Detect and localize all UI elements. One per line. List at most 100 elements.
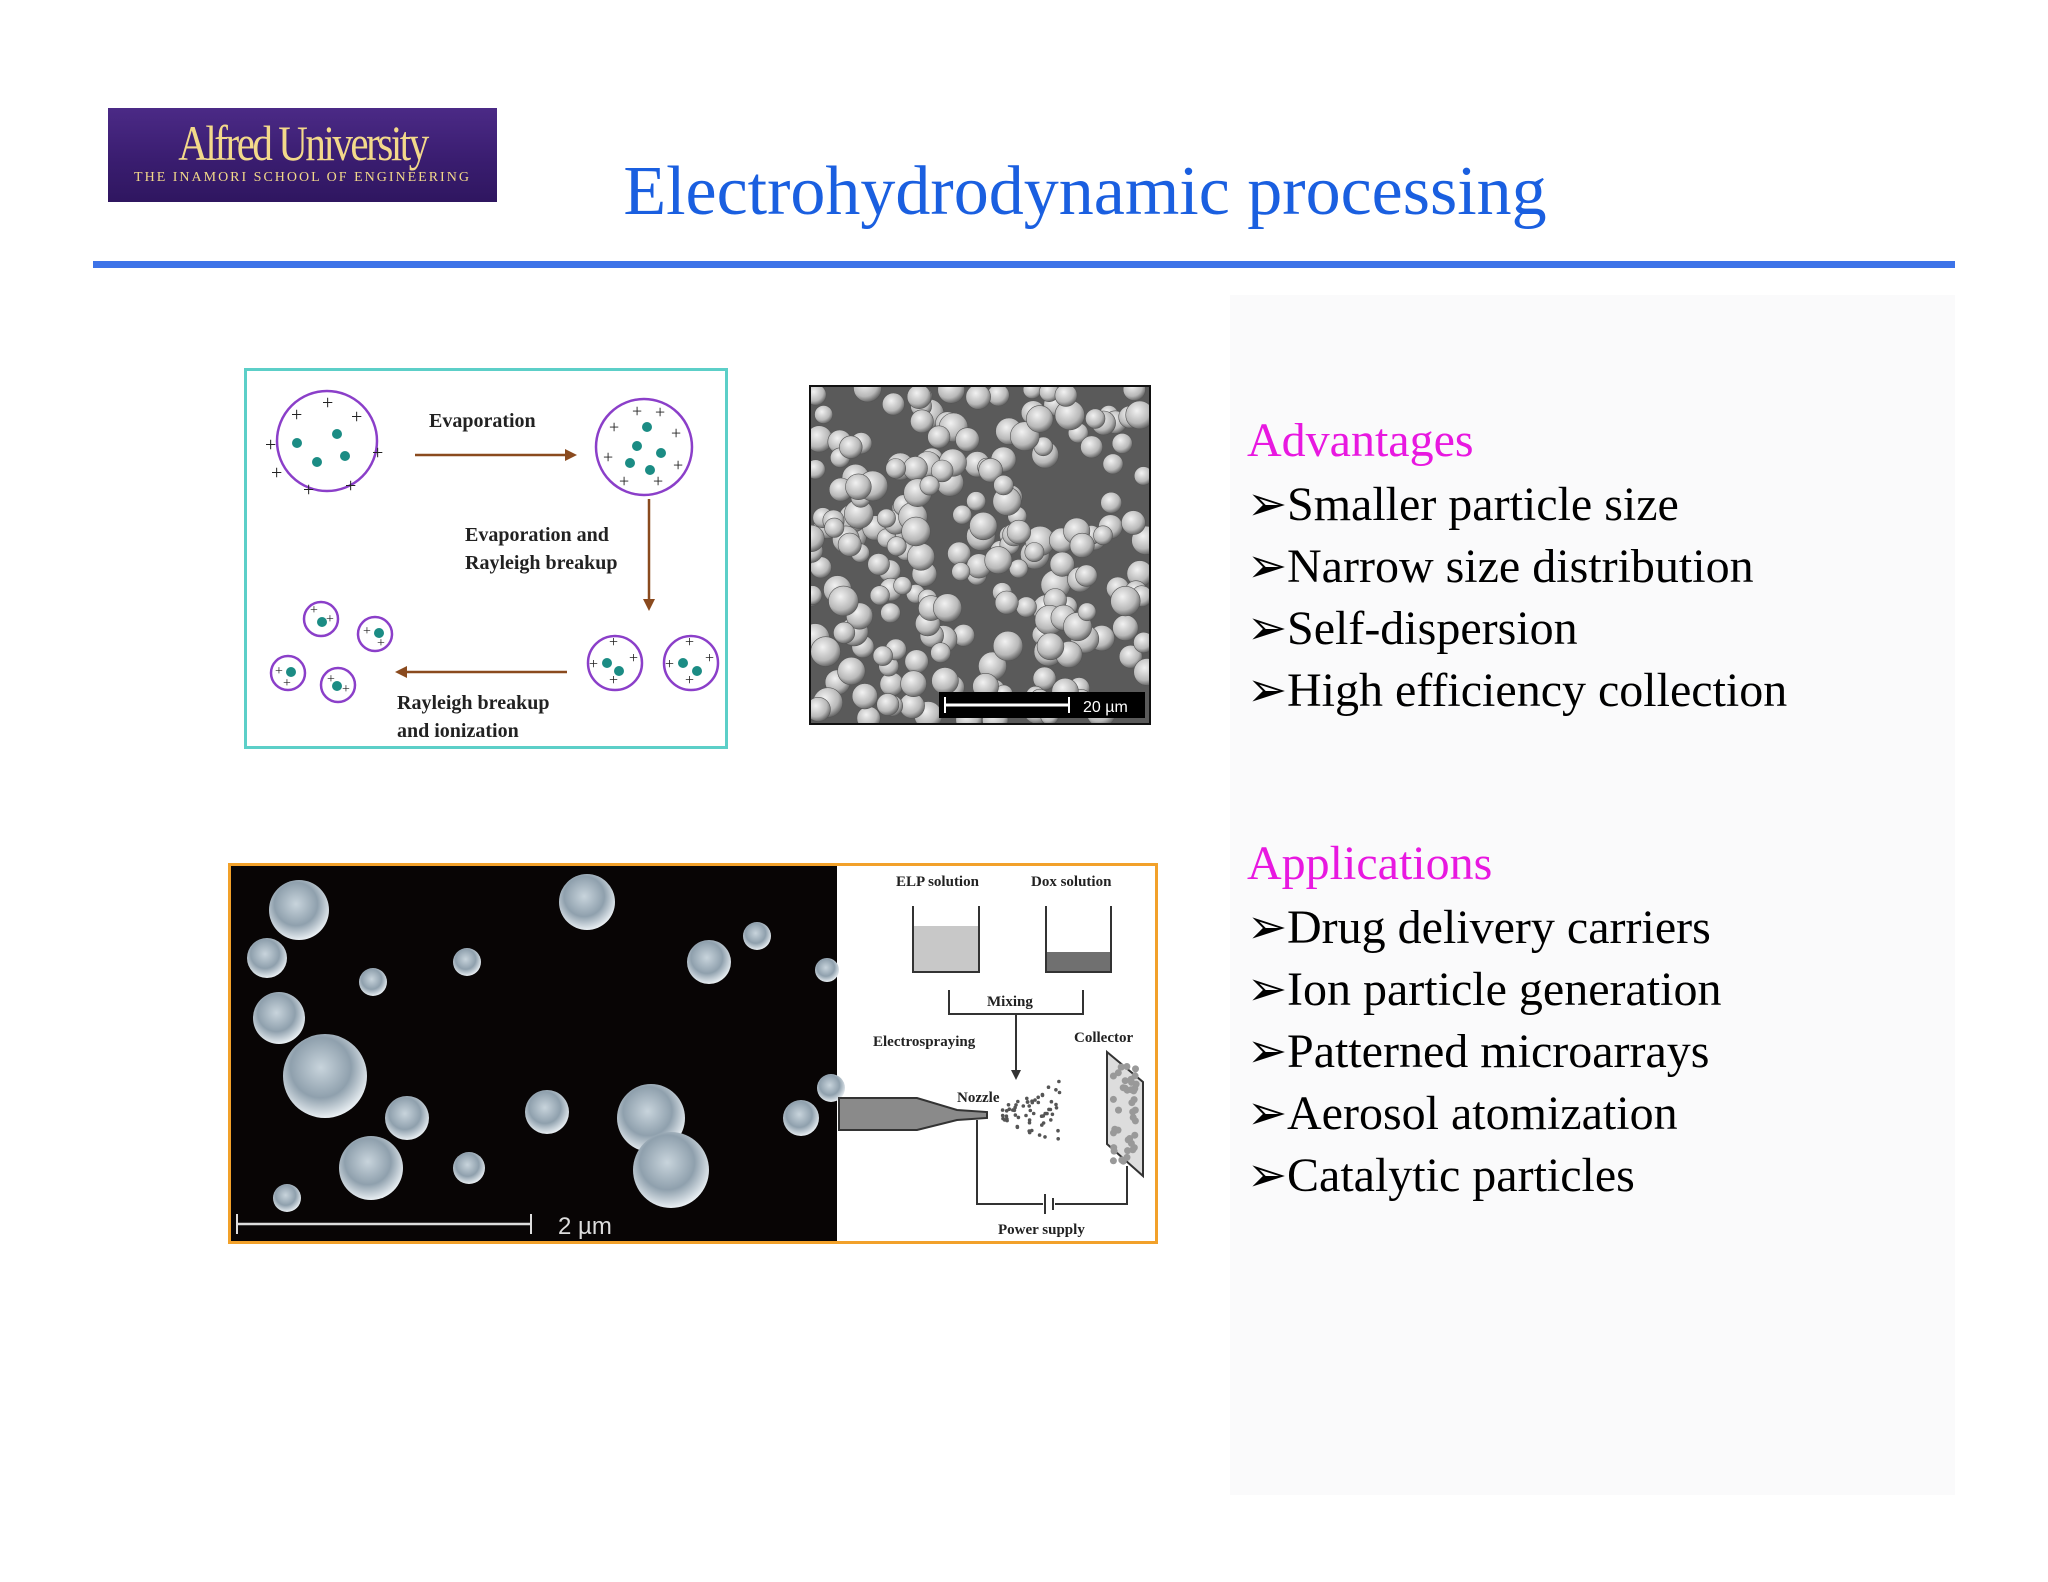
label-evaporation: Evaporation [429, 410, 536, 432]
spray-droplet [1013, 1113, 1018, 1117]
collected-particle [1109, 1157, 1117, 1165]
collected-particle [1124, 1147, 1132, 1155]
microsphere [339, 1136, 403, 1200]
microsphere [453, 948, 481, 976]
dox-beaker [1045, 906, 1112, 973]
microsphere [815, 958, 839, 982]
medium-droplet [594, 397, 694, 497]
label-collector: Collector [1074, 1030, 1133, 1046]
sem-particle [899, 692, 925, 719]
spray-droplet [1030, 1099, 1034, 1103]
title-divider [93, 261, 1955, 268]
sem-particle [951, 562, 971, 582]
sem-particle [1026, 405, 1054, 433]
sem-particle [901, 516, 931, 547]
sem-particle [1093, 525, 1113, 546]
svg-text:+: + [271, 462, 282, 484]
sem-particle [876, 693, 900, 716]
spray-droplet [1054, 1088, 1058, 1092]
svg-text:+: + [265, 434, 276, 456]
spray-droplet [1040, 1123, 1044, 1127]
spray-droplet [1046, 1085, 1051, 1089]
spray-droplet [1049, 1099, 1054, 1104]
sem-particle [966, 491, 987, 512]
svg-text:+: + [705, 650, 714, 667]
sem-particle [828, 585, 859, 617]
spray-droplet [1050, 1112, 1055, 1117]
svg-text:+: + [619, 471, 629, 491]
spray-droplet [1016, 1115, 1021, 1120]
collected-particle [1110, 1144, 1118, 1152]
particles [292, 429, 350, 467]
spray-droplet [1036, 1100, 1041, 1105]
svg-text:+: + [322, 392, 333, 414]
collected-particle [1121, 1077, 1129, 1085]
advantages-item: ➢Narrow size distribution [1247, 536, 1754, 598]
arrowhead-bullet-icon: ➢ [1247, 963, 1288, 1016]
microsphere [269, 880, 329, 940]
sem-particle [833, 621, 856, 644]
spray-droplet [1028, 1108, 1033, 1113]
spray-droplet [1013, 1105, 1017, 1110]
svg-text:+: + [326, 612, 334, 627]
label-elp-solution: ELP solution [896, 874, 980, 890]
svg-text:+: + [342, 682, 350, 697]
svg-text:+: + [673, 455, 683, 475]
sem-particle [933, 593, 963, 623]
svg-text:+: + [653, 471, 663, 491]
advantages-item: ➢Smaller particle size [1247, 474, 1679, 536]
sem-particle [885, 458, 906, 479]
microsphere [273, 1184, 301, 1212]
applications-item: ➢Catalytic particles [1247, 1145, 1635, 1207]
collected-particle [1117, 1063, 1125, 1071]
svg-text:+: + [603, 447, 613, 467]
microsphere [743, 922, 771, 950]
sem-particle [1080, 435, 1104, 459]
collected-particle [1123, 1153, 1131, 1161]
spray-droplet [1048, 1107, 1053, 1112]
sem-particle [839, 435, 863, 459]
advantages-heading: Advantages [1247, 414, 1474, 467]
sem-particle [1121, 510, 1146, 535]
charge-signs: +++ +++ ++ [265, 392, 383, 501]
sem-particle [1069, 532, 1095, 558]
microsphere [283, 1034, 367, 1118]
sem-particle [994, 590, 1019, 615]
sem-particle [880, 602, 901, 624]
spray-droplet [1056, 1128, 1060, 1133]
sem-particle [1015, 596, 1037, 618]
svg-text:+: + [671, 423, 681, 443]
electrospray-schematic: ELP solution Dox solution Mixing Electro… [838, 874, 1144, 1238]
spray-droplet [1005, 1118, 1009, 1123]
spray-droplet [1049, 1118, 1053, 1122]
sem-particle [893, 576, 912, 595]
spray-droplet [1025, 1096, 1029, 1101]
sem-particle [930, 459, 954, 483]
spray-droplet [1057, 1079, 1061, 1084]
label-evap-rayleigh-1: Evaporation and [465, 524, 609, 546]
microsphere [453, 1152, 485, 1184]
svg-text:+: + [609, 634, 618, 651]
collected-particle [1131, 1106, 1139, 1114]
spray-droplet [1000, 1113, 1005, 1118]
microsphere [525, 1090, 569, 1134]
spray-droplet [1036, 1095, 1040, 1100]
sem-particle [904, 649, 929, 674]
nozzle-shape [838, 1097, 988, 1131]
applications-item: ➢Patterned microarrays [1247, 1021, 1709, 1083]
sem-particle [872, 645, 893, 666]
collected-particle [1126, 1135, 1134, 1142]
applications-item: ➢Ion particle generation [1247, 959, 1721, 1021]
collected-particle [1109, 1072, 1117, 1080]
collected-particle [1123, 1063, 1131, 1070]
sem-particle [906, 384, 932, 409]
tiny-droplets [269, 600, 394, 704]
sem-particle [851, 683, 878, 710]
svg-text:+: + [303, 479, 314, 501]
microsphere [253, 992, 305, 1044]
label-evap-rayleigh-2: Rayleigh breakup [465, 552, 617, 574]
droplet-diagram-svg: +++ +++ ++ Evaporation ++++ ++++ Evapora… [265, 389, 720, 742]
advantages-item: ➢Self-dispersion [1247, 598, 1578, 660]
microsphere [817, 1074, 845, 1102]
applications-heading: Applications [1247, 837, 1493, 890]
